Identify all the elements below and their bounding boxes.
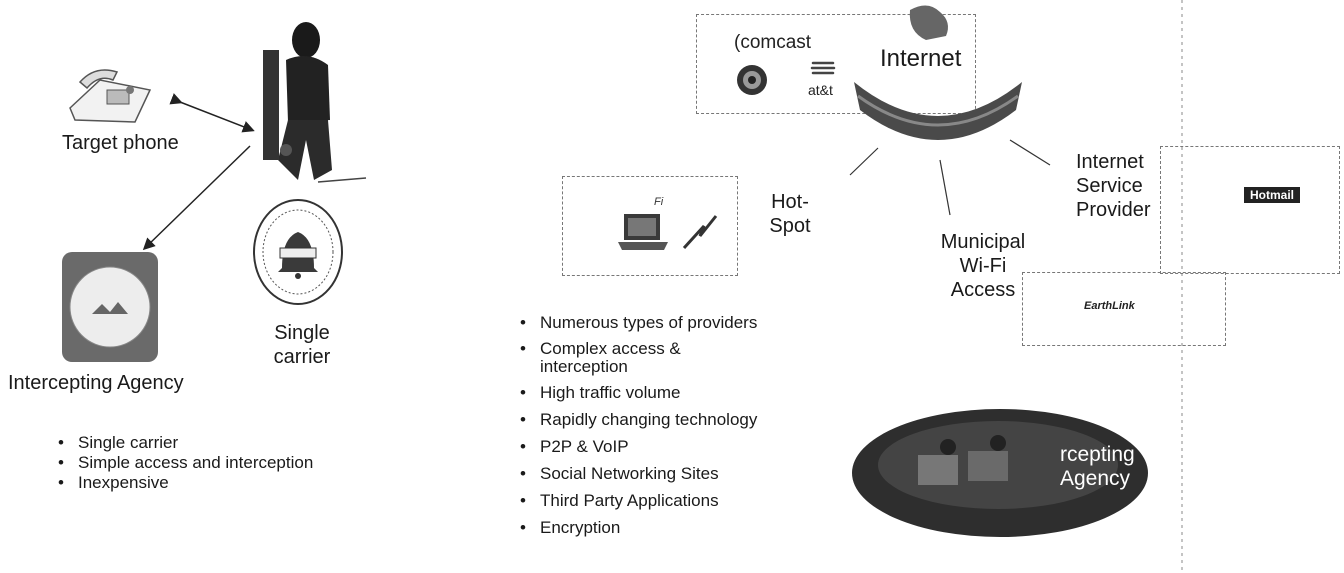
hotspot-label: Hot- Spot (758, 190, 822, 238)
operator-figure-icon (258, 10, 368, 190)
right-bullet-list: Numerous types of providers Complex acce… (514, 313, 844, 538)
target-phone-label: Target phone (62, 132, 179, 154)
att-globe-icon (810, 56, 836, 82)
carrier-logos-box (696, 14, 976, 114)
phone-carrier-link-arrow (142, 93, 255, 251)
internet-label: Internet (880, 45, 962, 72)
globe-connector-lines (849, 0, 1183, 573)
list-item: Inexpensive (52, 473, 392, 493)
starbucks-logo-icon (736, 64, 768, 96)
isp-label-line2: Service (1076, 175, 1143, 197)
list-item: P2P & VoIP (514, 437, 844, 457)
agency-photo-label-line2: Agency (1060, 467, 1131, 490)
wifi-logo: Fi (654, 196, 664, 208)
list-item: Social Networking Sites (514, 464, 844, 484)
bell-system-seal-icon (252, 198, 344, 306)
att-logo: at&t (808, 82, 833, 98)
agency-photo-label: rcepting Agency (1060, 443, 1135, 491)
internet-globe-icon (848, 0, 1028, 160)
single-carrier-label: Single carrier (262, 321, 342, 369)
laptop-icon (616, 212, 670, 252)
list-item: High traffic volume (514, 383, 844, 403)
single-carrier-label-line2: carrier (273, 346, 331, 368)
list-item: Complex access & interception (514, 340, 730, 376)
single-carrier-label-line1: Single (274, 322, 330, 344)
comcast-logo: (comcast (734, 32, 812, 53)
hotspot-label-line2: Spot (769, 215, 811, 237)
telephone-icon (55, 60, 165, 130)
agency-control-room-image (848, 405, 1152, 541)
hotspot-box (562, 176, 738, 276)
list-item: Encryption (514, 518, 844, 538)
isp-label: Internet Service Provider (1076, 150, 1150, 222)
list-item: Rapidly changing technology (514, 410, 844, 430)
list-item: Third Party Applications (514, 491, 844, 511)
municipal-wifi-line2: Wi-Fi (959, 255, 1007, 277)
municipal-wifi-line3: Access (950, 279, 1016, 301)
hotspot-label-line1: Hot- (771, 191, 809, 213)
hotmail-box (1160, 146, 1340, 274)
isp-label-line3: Provider (1076, 199, 1151, 221)
intercepting-agency-label: Intercepting Agency (8, 372, 184, 394)
list-item: Numerous types of providers (514, 313, 844, 333)
left-bullet-list: Single carrier Simple access and interce… (52, 433, 392, 493)
municipal-wifi-line1: Municipal (940, 231, 1026, 253)
list-item: Simple access and interception (52, 453, 392, 473)
isp-label-line1: Internet (1076, 151, 1144, 173)
list-item: Single carrier (52, 433, 392, 453)
agency-seal-icon (62, 252, 158, 362)
antenna-icon (680, 212, 720, 252)
municipal-wifi-label: Municipal Wi-Fi Access (924, 230, 1042, 302)
agency-photo-label-line1: rcepting (1060, 443, 1135, 466)
earthlink-box (1022, 272, 1226, 346)
earthlink-logo: EarthLink (1084, 300, 1135, 312)
hotmail-logo: Hotmail (1244, 187, 1301, 203)
